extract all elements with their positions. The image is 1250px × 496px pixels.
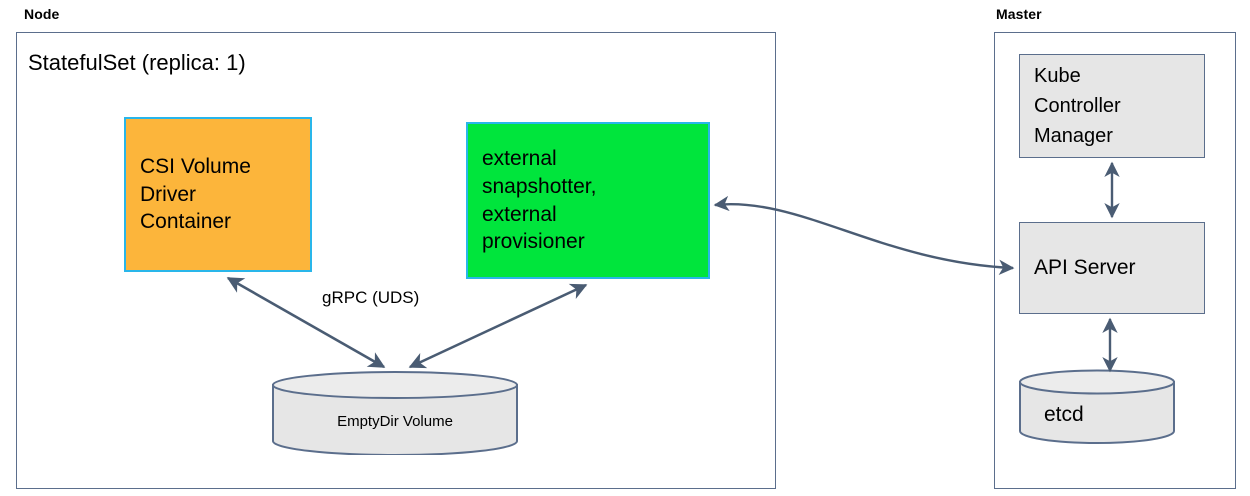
emptydir-volume-cylinder[interactable]: EmptyDir Volume: [271, 371, 519, 456]
statefulset-title: StatefulSet (replica: 1): [28, 50, 246, 75]
kcm-line-3: Manager: [1034, 125, 1113, 147]
emptydir-volume-label: EmptyDir Volume: [337, 413, 453, 430]
zone-label-master: Master: [996, 6, 1042, 22]
zone-label-node: Node: [24, 6, 60, 22]
api-line-1: API Server: [1034, 256, 1136, 280]
kube-controller-manager-label: Kube Controller Manager: [1034, 61, 1121, 151]
external-snapshotter-provisioner-box[interactable]: external snapshotter, external provision…: [466, 122, 710, 279]
etcd-label: etcd: [1044, 403, 1084, 426]
external-line-3: external: [482, 202, 557, 226]
kcm-line-2: Controller: [1034, 95, 1121, 117]
api-server-box[interactable]: API Server: [1019, 222, 1205, 314]
external-line-4: provisioner: [482, 230, 585, 254]
external-line-1: external: [482, 147, 557, 171]
api-server-label: API Server: [1034, 252, 1136, 284]
kube-controller-manager-box[interactable]: Kube Controller Manager: [1019, 54, 1205, 158]
csi-line-2: Driver: [140, 182, 196, 206]
csi-line-3: Container: [140, 210, 232, 234]
grpc-uds-edge-label: gRPC (UDS): [322, 288, 420, 307]
kcm-line-1: Kube: [1034, 65, 1081, 87]
external-snapshotter-provisioner-label: external snapshotter, external provision…: [482, 145, 596, 256]
external-line-2: snapshotter,: [482, 174, 597, 198]
etcd-cylinder[interactable]: etcd: [1018, 369, 1176, 444]
csi-line-1: CSI Volume: [140, 154, 251, 178]
csi-volume-driver-container-label: CSI Volume Driver Container: [140, 153, 251, 236]
csi-volume-driver-container-box[interactable]: CSI Volume Driver Container: [124, 117, 312, 272]
